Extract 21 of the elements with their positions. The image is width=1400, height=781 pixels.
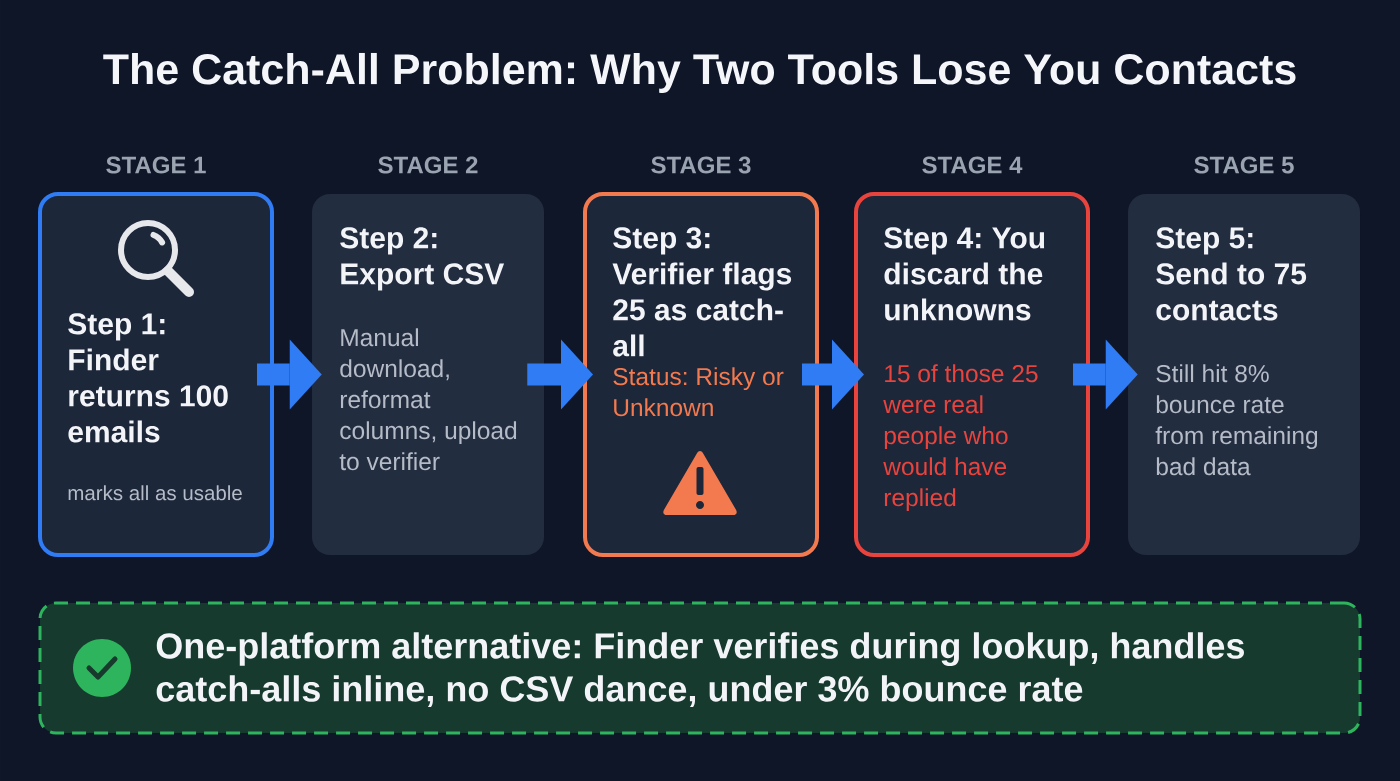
card-heading: Step 2: Export CSV (340, 227, 505, 291)
stage-label: STAGE 3 (651, 156, 751, 174)
callout-banner: One-platform alternative: Finder verifies during lookup, handles catch-alls inline, no CSV dance, under 3% bounce rate (38, 601, 1362, 735)
stage-label: STAGE 5 (1194, 156, 1294, 174)
stage-label: STAGE 4 (922, 156, 1023, 174)
card-heading: Step 5: Send to 75 contacts (1156, 227, 1307, 321)
card-text: marks all as usable (68, 485, 242, 501)
card-text: 15 of those 25 were real people who would have replied (883, 364, 1038, 512)
arrow (527, 339, 593, 410)
card-text: Status: Risky or Unknown (613, 367, 784, 417)
stage-label: STAGE 1 (106, 156, 206, 174)
card-heading: Step 1: Finder returns 100 emails (68, 313, 228, 443)
card-heading: Step 3: Verifier flags 25 as catch-all (612, 227, 792, 357)
stage-label: STAGE 2 (378, 156, 478, 174)
arrow (257, 339, 322, 410)
arrow (1073, 339, 1138, 410)
title: The Catch-All Problem: Why Two Tools Lose You Contacts (103, 52, 1296, 94)
arrow (802, 339, 864, 410)
card-text: Still hit 8% bounce rate from remaining bad data (1155, 364, 1318, 476)
card-text: Manual download, reformat columns, upload to verifier (339, 328, 517, 471)
card-heading: Step 4: You discard the unknowns (884, 227, 1045, 321)
